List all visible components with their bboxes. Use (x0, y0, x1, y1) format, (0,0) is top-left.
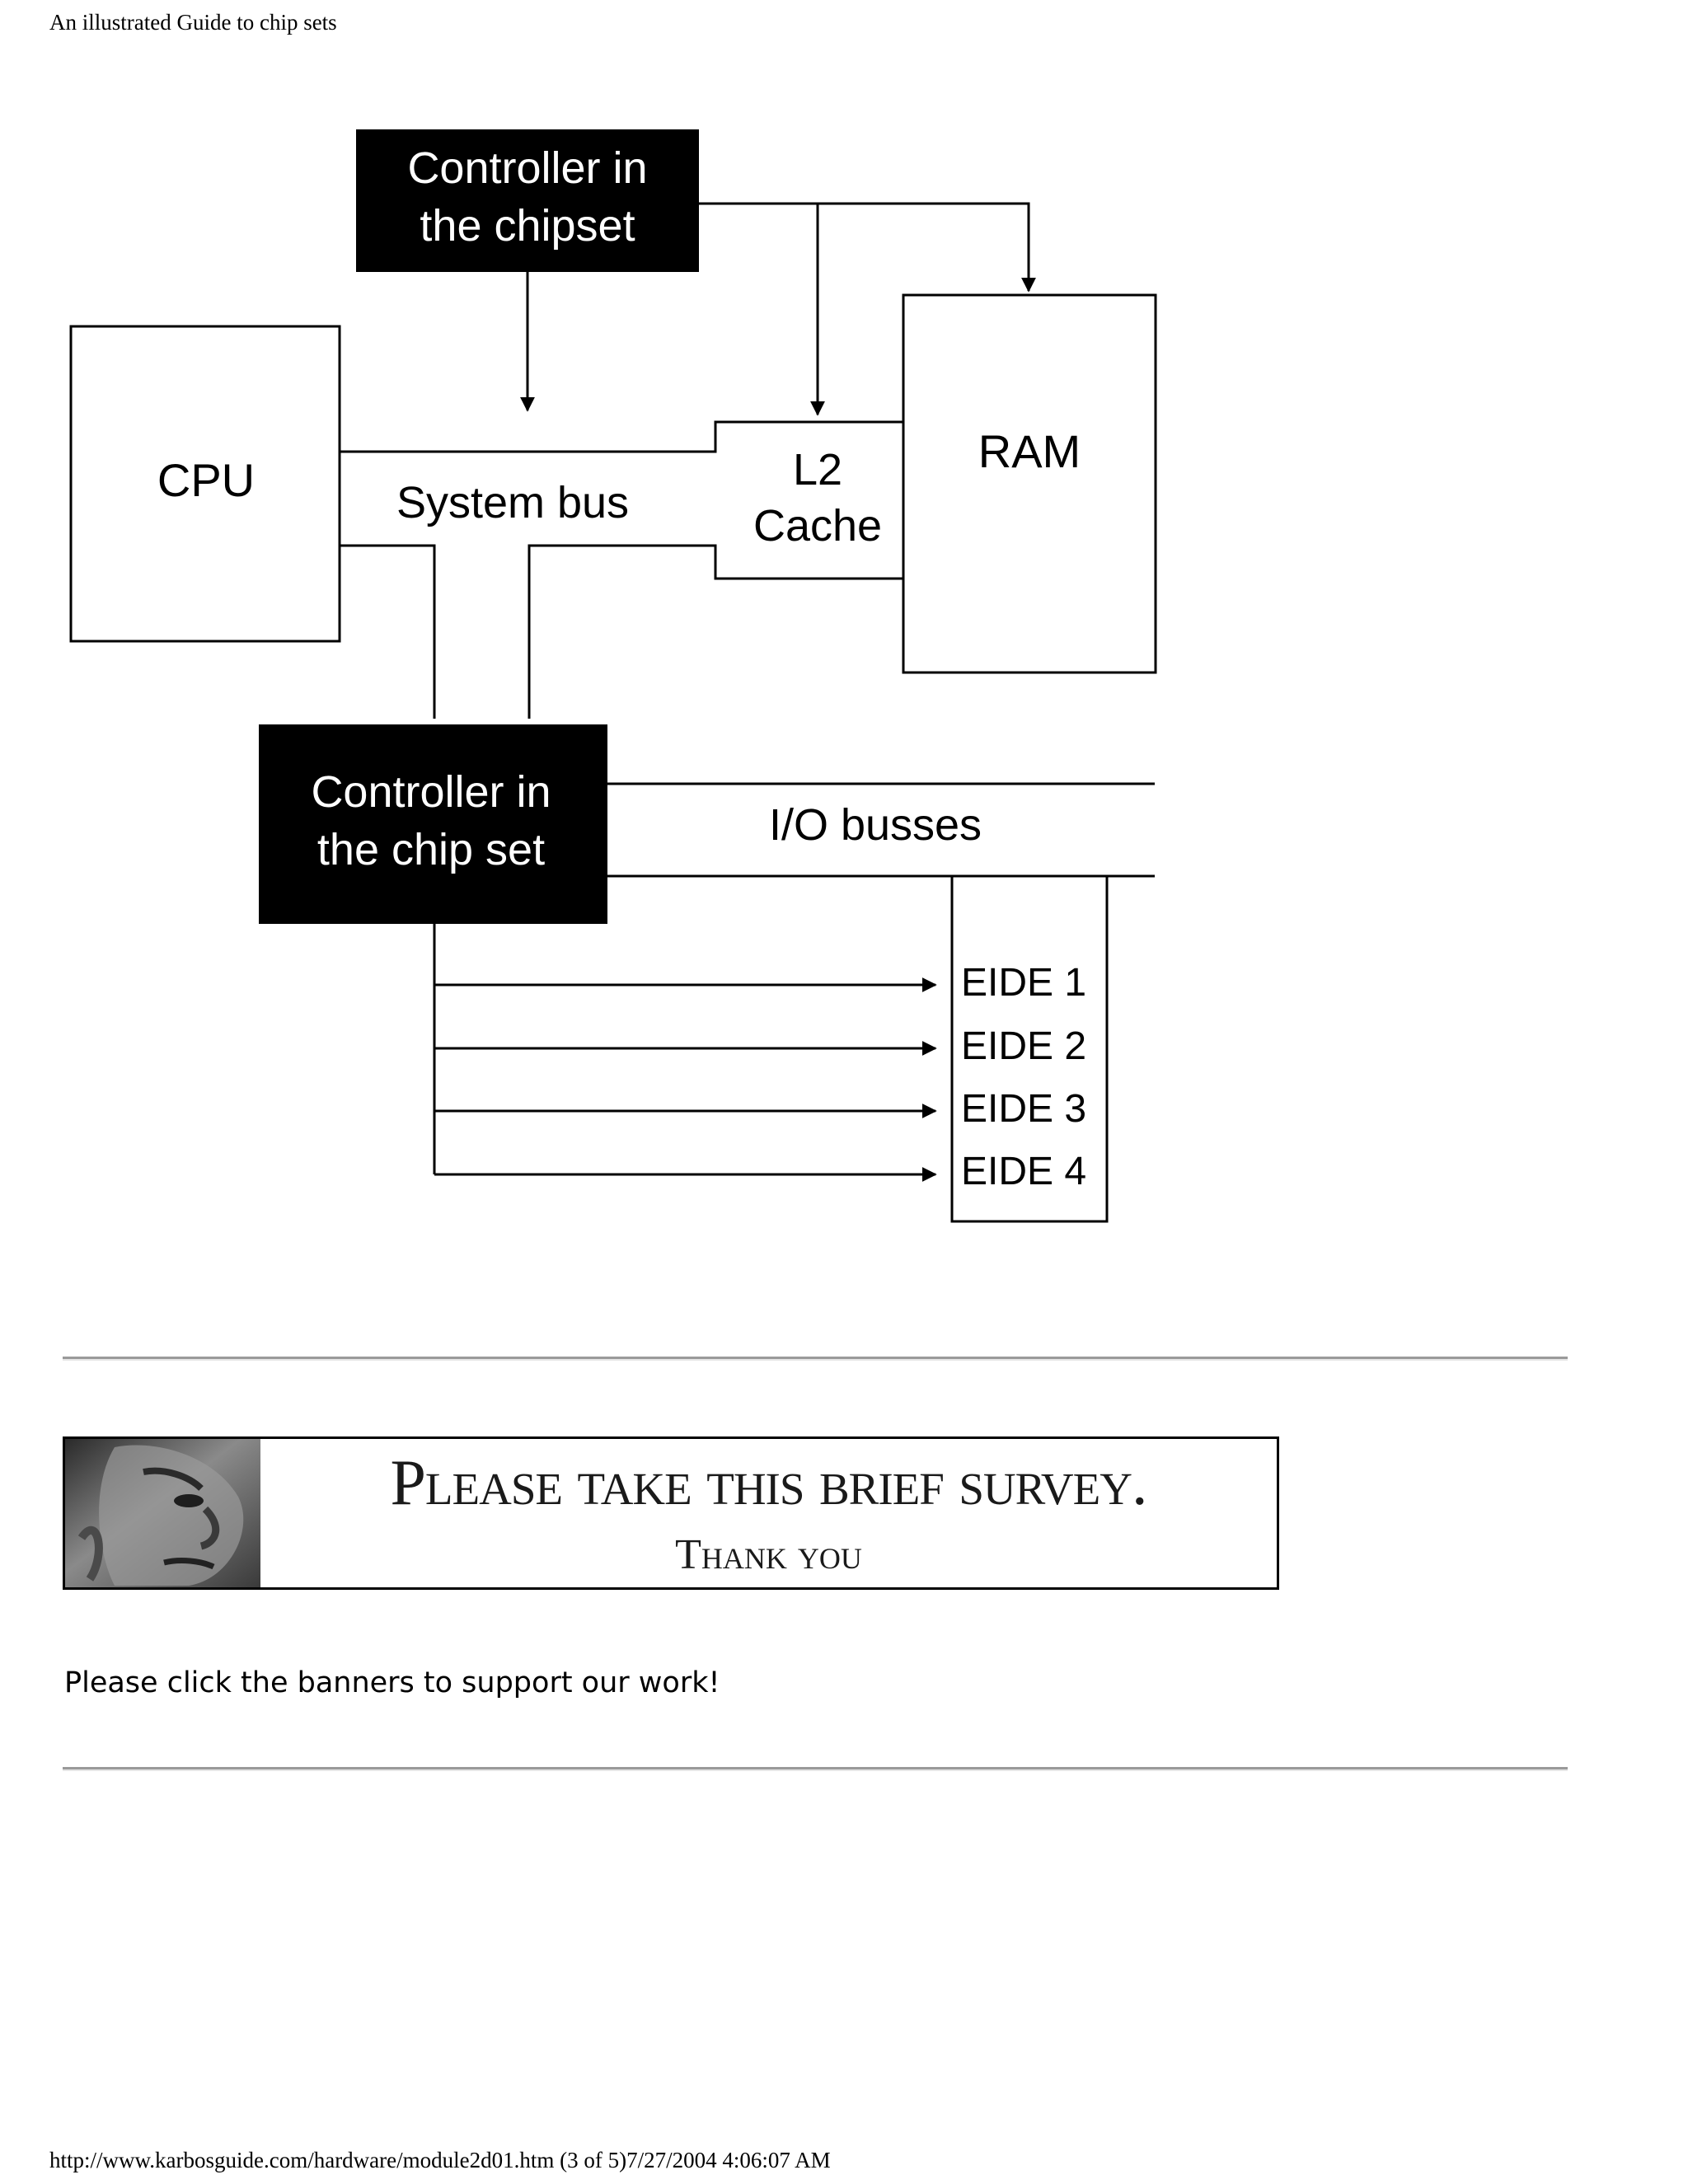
bottom-controller-label-line2: the chip set (317, 825, 545, 874)
banner-main-text: Please take this brief survey. (390, 1446, 1148, 1518)
io-bus-lines (607, 782, 1155, 878)
eide-port-1: EIDE 1 (961, 961, 1086, 1005)
horizontal-rule-top (63, 1357, 1568, 1361)
bottom-controller-box (259, 724, 607, 924)
bottom-controller-label-line1: Controller in (311, 767, 551, 817)
top-controller-box (356, 129, 699, 272)
ram-box (902, 293, 1157, 674)
eide-port-2: EIDE 2 (961, 1024, 1086, 1068)
eide-port-4: EIDE 4 (961, 1150, 1086, 1193)
page-footer-url: http://www.karbosguide.com/hardware/modu… (49, 2148, 831, 2172)
chipset-diagram: Controller in the chipset CPU System bus… (69, 129, 1157, 1223)
io-busses-label: I/O busses (769, 800, 982, 850)
cpu-label: CPU (157, 454, 255, 506)
survey-banner[interactable]: Please take this brief survey. Thank you (63, 1436, 1279, 1590)
eide-connectors (433, 924, 937, 1182)
top-controller-label-line2: the chipset (420, 201, 635, 251)
stone-face-icon (65, 1439, 260, 1587)
top-controller-label-line1: Controller in (407, 143, 647, 193)
horizontal-rule-bottom (63, 1767, 1568, 1771)
l2-cache-label-line1: L2 (793, 445, 842, 494)
top-controller-connectors (520, 202, 1036, 416)
l2-cache-label-line2: Cache (753, 501, 882, 551)
ram-label: RAM (978, 425, 1081, 477)
banner-sub-text: Thank you (675, 1531, 862, 1578)
support-message: Please click the banners to support our … (64, 1666, 720, 1699)
system-bus-label: System bus (396, 478, 629, 527)
page-header-title: An illustrated Guide to chip sets (49, 10, 337, 35)
system-bus-lines (338, 326, 903, 719)
eide-port-3: EIDE 3 (961, 1087, 1086, 1131)
eide-box (950, 876, 1109, 1223)
